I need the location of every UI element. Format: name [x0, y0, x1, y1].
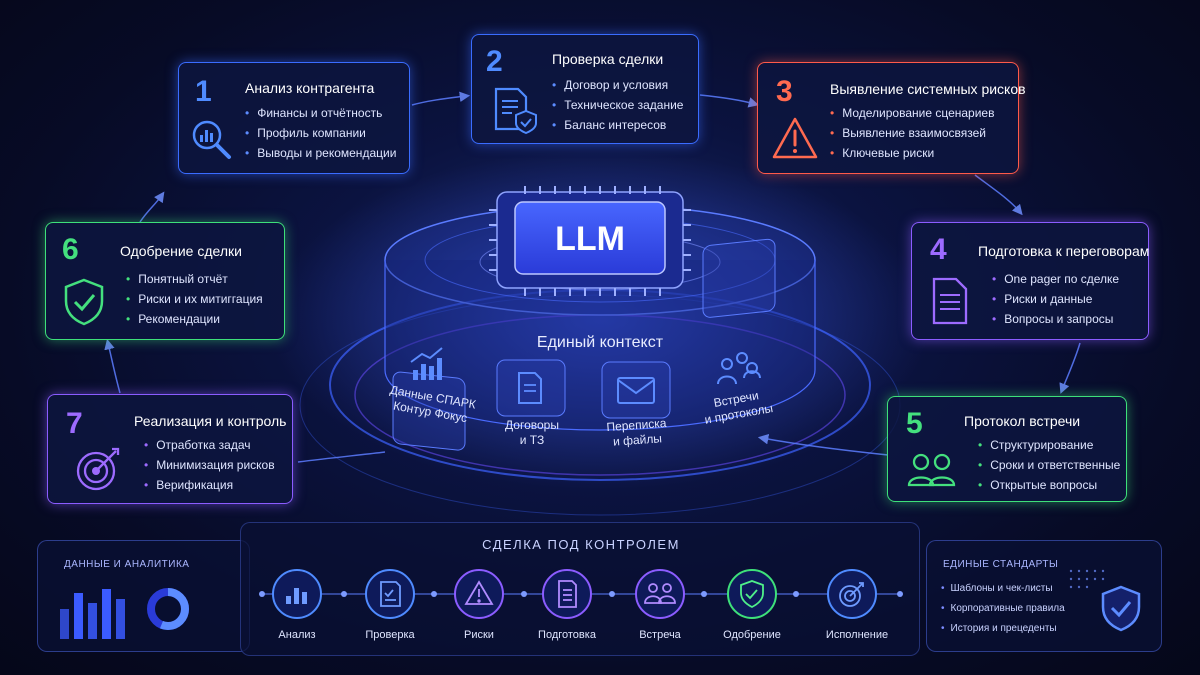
dot-grid [1069, 569, 1105, 589]
stage-item: Риски и их митиггация [126, 289, 262, 309]
step-label: Одобрение [723, 629, 781, 641]
stage-item: Выводы и рекомендации [245, 143, 396, 163]
stage-item: Рекомендации [126, 309, 263, 329]
stage-title: Анализ контрагента [245, 80, 375, 96]
llm-chip: LLM [489, 186, 691, 296]
warning-icon [772, 117, 818, 159]
stage-card-6[interactable]: 6 Одобрение сделки Понятный отчёт Риски … [45, 222, 285, 340]
stage-item: Риски и данные [992, 289, 1119, 309]
stage-title: Одобрение сделки [120, 243, 242, 259]
pipeline-caption: СДЕЛКА ПОД КОНТРОЛЕМ [482, 537, 680, 552]
stage-item: Сроки и ответственные [978, 455, 1120, 475]
magnifier-chart-icon [192, 120, 231, 159]
stage-number: 7 [66, 407, 83, 440]
stage-item: Профиль компании [245, 123, 396, 143]
stage-card-4[interactable]: 4 Подготовка к переговорам One pager по … [911, 222, 1149, 340]
stage-number: 6 [62, 233, 79, 266]
standards-item: Корпоративные правила [941, 603, 1065, 614]
stage-title: Выявление системных рисков [830, 81, 1026, 97]
stage-item: Минимизация рисков [144, 455, 274, 475]
analytics-caption: ДАННЫЕ И АНАЛИТИКА [64, 559, 190, 570]
stage-item: One pager по сделке [992, 269, 1119, 289]
stage-item: Финансы и отчётность [245, 103, 396, 123]
stage-card-3[interactable]: 3 Выявление системных рисков Моделирован… [757, 62, 1026, 174]
stage-item: Отработка задач [144, 435, 275, 455]
stage-item: Понятный отчёт [126, 269, 263, 289]
standards-caption: ЕДИНЫЕ СТАНДАРТЫ [943, 559, 1059, 570]
stage-item: Выявление взаимосвязей [830, 123, 994, 143]
stage-item: Ключевые риски [830, 143, 994, 163]
standards-item: История и прецеденты [941, 623, 1057, 634]
llm-label: LLM [555, 220, 625, 258]
stage-card-7[interactable]: 7 Реализация и контроль Отработка задач … [47, 394, 293, 504]
stage-item: Моделирование сценариев [830, 103, 994, 123]
stage-card-2[interactable]: 2 Проверка сделки Договор и условия Техн… [471, 34, 699, 144]
people-icon [907, 453, 956, 487]
step-label: Встреча [639, 629, 681, 641]
stage-number: 5 [906, 407, 923, 440]
step-label: Исполнение [825, 629, 889, 641]
stage-title: Протокол встречи [964, 413, 1081, 429]
step-label: Подготовка [538, 629, 596, 641]
step-label: Анализ [278, 629, 316, 641]
stage-item: Открытые вопросы [978, 475, 1120, 495]
analytics-panel: ДАННЫЕ И АНАЛИТИКА [37, 540, 250, 652]
stage-number: 2 [486, 45, 503, 78]
target-icon [76, 447, 120, 491]
stage-item: Техническое задание [552, 95, 683, 115]
standards-item: Шаблоны и чек-листы [941, 583, 1053, 594]
document-icon [932, 277, 968, 325]
analytics-graphics [60, 588, 189, 639]
stage-item: Договор и условия [552, 75, 683, 95]
stage-title: Подготовка к переговорам [978, 243, 1150, 259]
standards-graphics [1069, 569, 1141, 632]
document-shield-icon [494, 87, 537, 135]
stage-item: Структурирование [978, 435, 1120, 455]
stage-item: Баланс интересов [552, 115, 683, 135]
stage-card-5[interactable]: 5 Протокол встречи Структурирование Срок… [887, 396, 1127, 502]
stage-item: Вопросы и запросы [992, 309, 1119, 329]
shield-check-icon [1101, 585, 1141, 632]
bar-chart-icon [60, 589, 125, 639]
context-title: Единый контекст [536, 334, 664, 351]
standards-panel: ЕДИНЫЕ СТАНДАРТЫ Шаблоны и чек-листы Кор… [926, 540, 1162, 652]
step-label: Проверка [365, 629, 415, 641]
stage-number: 4 [930, 233, 947, 266]
stage-item: Верификация [144, 475, 275, 495]
stage-card-1[interactable]: 1 Анализ контрагента Финансы и отчётност… [178, 62, 410, 174]
stage-title: Реализация и контроль [134, 413, 287, 429]
step-label: Риски [464, 629, 494, 641]
shield-check-icon [64, 278, 104, 326]
donut-chart-icon [147, 588, 189, 630]
stage-title: Проверка сделки [552, 51, 664, 67]
stage-number: 1 [195, 75, 212, 108]
stage-number: 3 [776, 75, 793, 108]
